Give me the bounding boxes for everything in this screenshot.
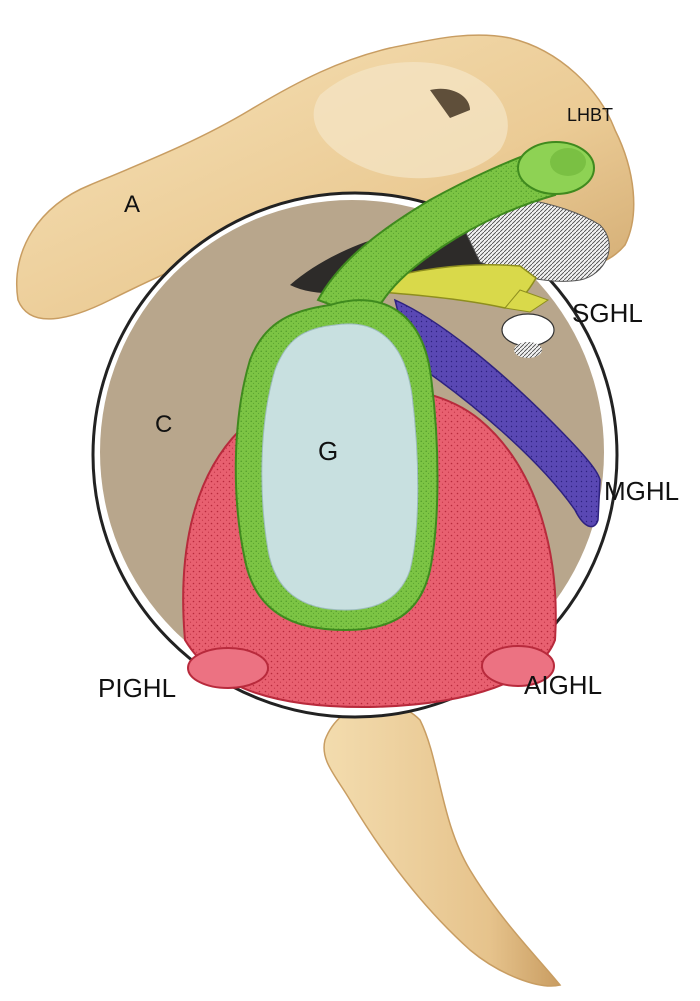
glenoid-cartilage — [262, 324, 418, 610]
coracoid-label: C — [155, 413, 172, 437]
mghl-label: MGHL — [604, 478, 679, 504]
pighl-label: PIGHL — [98, 675, 176, 701]
acromion-label: A — [124, 193, 140, 217]
lhbt-label: LHBT — [567, 106, 613, 124]
aighl-label: AIGHL — [524, 672, 602, 698]
glenoid-label: G — [318, 438, 338, 464]
scapula-tail — [324, 703, 560, 986]
sghl-label: SGHL — [572, 300, 643, 326]
pighl-band — [188, 648, 268, 688]
